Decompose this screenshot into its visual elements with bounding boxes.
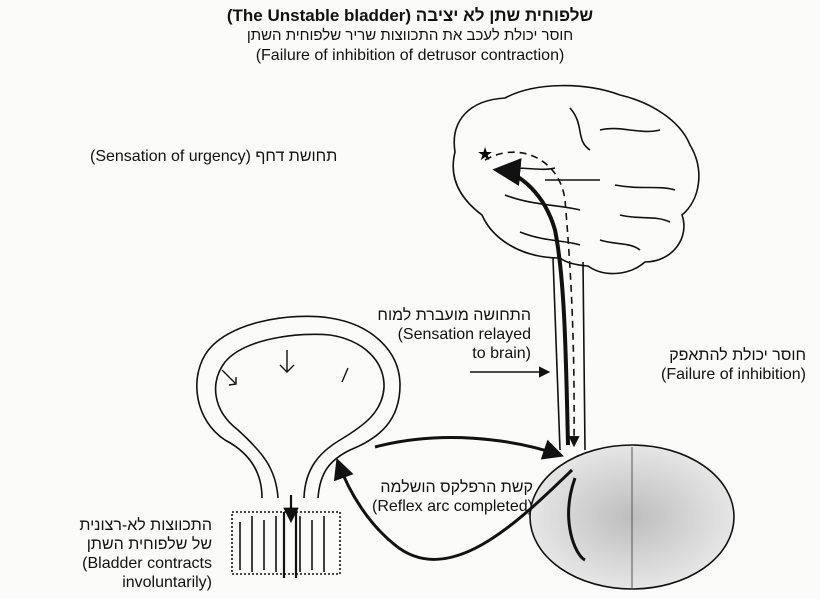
reflex-label: קשת הרפלקס הושלמה (Reflex arc completed) (372, 478, 533, 516)
relayed-label-he: התחושה מועברת למוח (377, 306, 531, 325)
title-line-1: שלפוחית שתן לא יציבה (The Unstable bladd… (0, 6, 820, 26)
contracts-label-en-2: involuntarily) (79, 573, 212, 592)
reflex-label-en: (Reflex arc completed) (372, 497, 533, 516)
spinal-cord-section (530, 445, 734, 589)
title-block: שלפוחית שתן לא יציבה (The Unstable bladd… (0, 6, 820, 65)
title-line-2: חוסר יכולת לעכב את התכווצות שריר שלפוחית… (0, 26, 820, 46)
failure-label: חוסר יכולת להתאפק (Failure of inhibition… (661, 346, 806, 384)
failure-label-en: (Failure of inhibition) (661, 365, 806, 384)
failure-label-he: חוסר יכולת להתאפק (661, 346, 806, 365)
reflex-label-he: קשת הרפלקס הושלמה (372, 478, 533, 497)
relayed-label: התחושה מועברת למוח (Sensation relayed to… (377, 306, 531, 363)
bladder-contraction-arrows (222, 350, 348, 385)
bladder (197, 316, 400, 498)
contracts-label-he-2: של שלפוחית השתן (79, 535, 212, 554)
contracts-label-he-1: התכווצות לא-רצונית (79, 516, 212, 535)
relayed-label-en-2: to brain) (377, 344, 531, 363)
urethra (232, 512, 340, 578)
urgency-label: תחושת דחף (Sensation of urgency) (90, 147, 337, 166)
inhibition-pathway (485, 152, 574, 445)
relayed-label-en-1: (Sensation relayed (377, 325, 531, 344)
urgency-star-icon: ★ (477, 144, 493, 165)
reflex-arc-afferent (375, 438, 560, 455)
title-line-3: (Failure of inhibition of detrusor contr… (0, 46, 820, 65)
contracts-label: התכווצות לא-רצונית של שלפוחית השתן (Blad… (79, 516, 212, 592)
contracts-label-en-1: (Bladder contracts (79, 554, 212, 573)
brain (453, 86, 699, 274)
